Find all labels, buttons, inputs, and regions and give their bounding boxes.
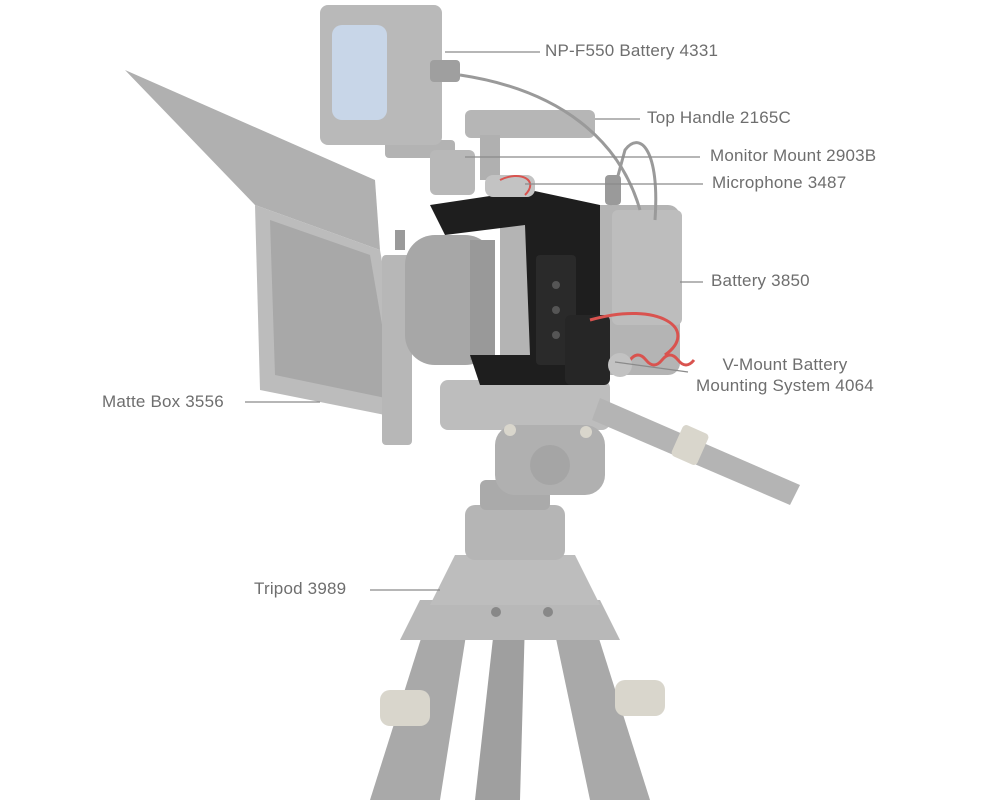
matte-box [125,70,412,445]
microphone [485,175,535,197]
lens [405,235,495,365]
callout-top-handle: Top Handle 2165C [647,108,792,127]
callout-v-mount: V-Mount Battery Mounting System 4064 [690,354,880,396]
callout-battery: Battery 3850 [711,271,810,290]
fluid-head [440,380,800,505]
v-mount-battery-system [589,311,696,377]
tripod [370,480,665,800]
camera-cage [430,190,610,385]
callout-v-mount-line2: Mounting System 4064 [696,376,874,395]
callout-monitor-mount: Monitor Mount 2903B [710,146,877,165]
callout-microphone: Microphone 3487 [712,173,847,192]
callout-np-f550-battery: NP-F550 Battery 4331 [545,41,719,60]
callout-v-mount-line1: V-Mount Battery [722,355,848,374]
callout-tripod: Tripod 3989 [254,579,347,598]
callout-matte-box: Matte Box 3556 [102,392,224,411]
leader-v-mount [614,361,689,373]
top-accessories [320,5,658,221]
leader-lines [245,51,703,591]
